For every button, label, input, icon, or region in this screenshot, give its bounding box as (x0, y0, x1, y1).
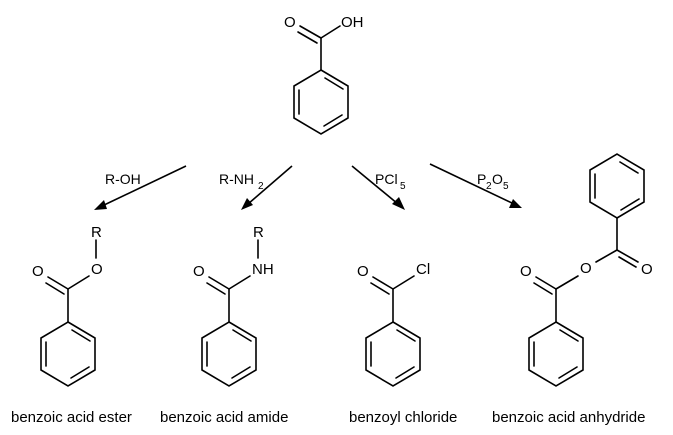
lower-benzene-ring (528, 321, 584, 387)
ring-double-bond (323, 114, 343, 127)
ester-structure: R O O (32, 224, 103, 387)
anhydride-name: benzoic acid anhydride (492, 409, 645, 426)
arrowhead (392, 197, 405, 210)
amide-name: benzoic acid amide (160, 409, 288, 426)
ring-double-bond (232, 329, 252, 342)
benzene-ring (40, 321, 96, 387)
arrow-to-anhydride (429, 163, 515, 205)
lower-carbonyl-oxygen-label: O (520, 263, 532, 280)
arrowhead (241, 198, 253, 210)
carbonyl-bond (372, 276, 394, 290)
amide-nitrogen-bond (228, 275, 251, 290)
arrow-to-chloride (351, 165, 399, 205)
r-group-label: R (91, 224, 102, 241)
ring-double-bond (70, 366, 90, 379)
ring-double-bond (395, 366, 415, 379)
lower-carbonyl-bond (535, 276, 557, 290)
ring-double-bond (71, 329, 91, 342)
lower-carbonyl-double-bond (533, 282, 553, 295)
r-group-label: R (253, 224, 264, 241)
carbonyl-bond (299, 25, 322, 39)
arrowhead (94, 200, 107, 210)
reagent-amine-subscript: 2 (258, 181, 264, 192)
hydroxyl-label: OH (341, 14, 364, 31)
carbonyl-bond (47, 276, 69, 290)
benzoyl-chloride-structure: O Cl (357, 261, 430, 387)
reagent-amine: R-NH (219, 171, 254, 187)
carbonyl-double-bond (206, 282, 226, 295)
arrowhead (509, 199, 522, 208)
bridge-bond-upper (595, 249, 618, 263)
reagent-p2o5-p: P (477, 171, 486, 187)
chloride-name: benzoyl chloride (349, 409, 457, 426)
chlorine-bond (392, 275, 415, 290)
carbonyl-double-bond (297, 31, 318, 44)
arrow-to-ester (101, 165, 187, 207)
ester-name: benzoic acid ester (11, 409, 132, 426)
carbonyl-oxygen-label: O (357, 263, 369, 280)
upper-benzene-ring (589, 153, 645, 219)
carbonyl-oxygen-label: O (193, 263, 205, 280)
reagent-p2o5-sub1: 2 (486, 181, 492, 192)
carbonyl-oxygen-label: O (32, 263, 44, 280)
chlorine-label: Cl (416, 261, 430, 278)
upper-carbonyl-double-bond (618, 256, 637, 268)
hydroxyl-bond (320, 25, 341, 39)
anhydride-structure: O O O (520, 153, 653, 387)
ring-double-bond (559, 329, 579, 342)
carbonyl-double-bond (370, 282, 390, 295)
bridge-bond-lower (555, 275, 579, 290)
bridging-oxygen-label: O (580, 260, 592, 277)
reagent-p2o5-o: O (492, 171, 503, 187)
ester-oxygen-label: O (91, 261, 103, 278)
reagent-pcl5-subscript: 5 (400, 181, 406, 192)
ring-double-bond (558, 366, 578, 379)
ring-double-bond (619, 161, 639, 174)
ring-double-bond (324, 77, 344, 90)
arrow-to-amide (247, 165, 293, 205)
benzene-ring (293, 69, 349, 135)
product-names: benzoic acid ester benzoic acid amide be… (11, 409, 645, 426)
carbonyl-double-bond (45, 282, 65, 295)
benzoic-acid-structure: O OH (284, 14, 364, 135)
upper-carbonyl-bond (616, 249, 639, 263)
amide-nh-label: NH (252, 261, 274, 278)
benzene-ring (201, 321, 257, 387)
oxygen-label: O (284, 14, 296, 31)
reagent-pcl5: PCl (375, 171, 398, 187)
ring-double-bond (231, 366, 251, 379)
reagent-alcohol: R-OH (105, 171, 141, 187)
ring-double-bond (396, 329, 416, 342)
reaction-arrows (94, 163, 522, 210)
amide-structure: R NH O (193, 224, 274, 387)
ring-double-bond (620, 198, 640, 211)
upper-carbonyl-oxygen-label: O (641, 261, 653, 278)
ester-oxygen-bond (67, 275, 90, 290)
carbonyl-bond (208, 276, 230, 290)
benzene-ring (365, 321, 421, 387)
reagent-labels: R-OH R-NH 2 PCl 5 P 2 O 5 (105, 171, 509, 192)
reagent-p2o5-sub2: 5 (503, 181, 509, 192)
